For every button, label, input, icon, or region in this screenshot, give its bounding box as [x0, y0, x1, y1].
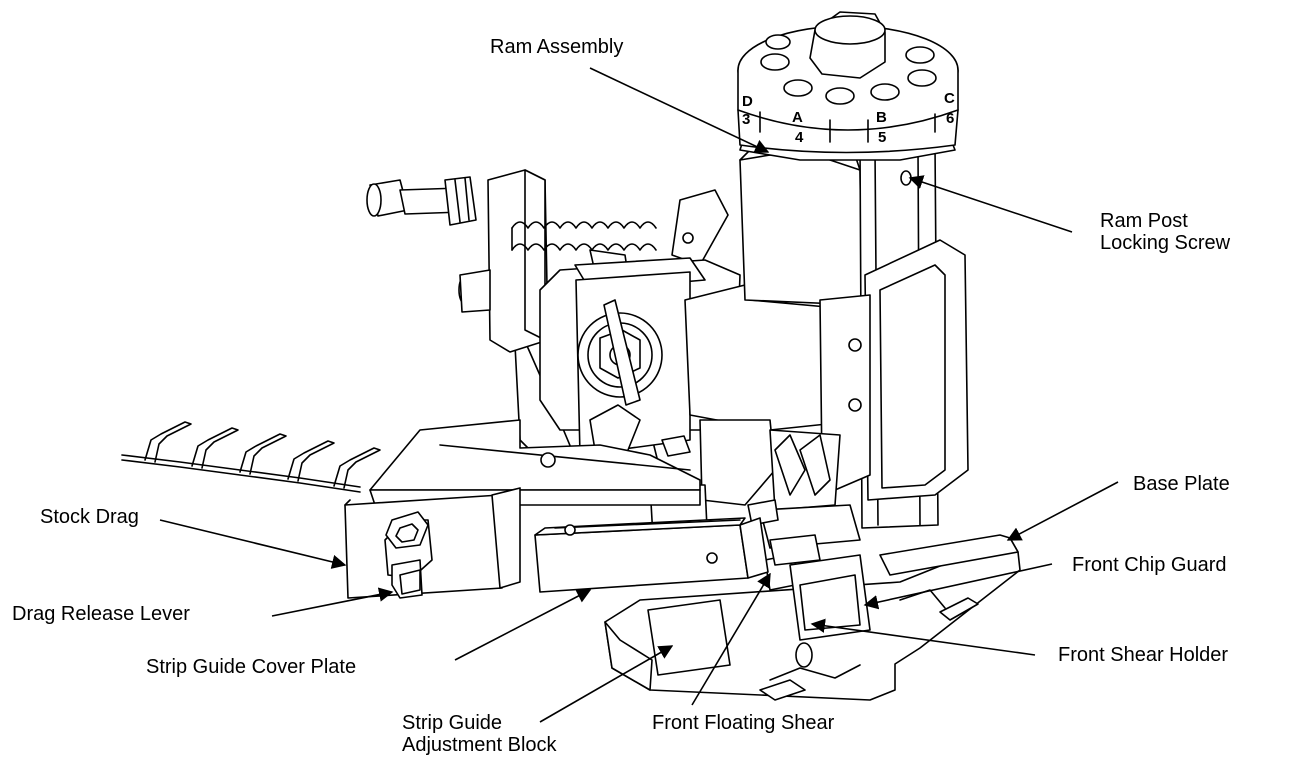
- label-strip-guide-line1: Strip Guide: [402, 712, 503, 734]
- label-strip-guide-line2: Adjustment Block: [402, 734, 557, 756]
- label-front-shear-holder: Front Shear Holder: [1058, 644, 1229, 666]
- label-ram-post-line2: Locking Screw: [1100, 232, 1231, 254]
- label-stock-drag: Stock Drag: [40, 506, 139, 528]
- leader-ram-assembly: [589, 67, 770, 153]
- feed-bolt-part: [366, 176, 477, 226]
- leader-stock-drag: [159, 519, 347, 569]
- leader-drag-release-lever: [271, 587, 394, 617]
- leader-front-shear-holder: [810, 618, 1036, 656]
- label-strip-guide-adjustment-block: Strip Guide Adjustment Block: [402, 712, 557, 756]
- label-ram-post-locking-screw: Ram Post Locking Screw: [1100, 210, 1230, 254]
- leader-front-floating-shear: [691, 572, 771, 706]
- leader-strip-guide-adjustment-block: [539, 645, 674, 723]
- label-front-floating-shear: Front Floating Shear: [652, 712, 835, 734]
- strip-guide-cover-plate-part: [534, 517, 769, 676]
- label-ram-assembly: Ram Assembly: [490, 36, 624, 58]
- stock-drag-part: [344, 487, 521, 599]
- terminal-strip-part: [121, 421, 381, 493]
- label-drag-release-lever: Drag Release Lever: [12, 603, 190, 625]
- label-base-plate: Base Plate: [1133, 473, 1230, 495]
- label-ram-post-line1: Ram Post: [1100, 210, 1188, 232]
- leader-base-plate: [1006, 481, 1119, 541]
- spring-part: [511, 221, 657, 251]
- leader-front-chip-guard: [863, 563, 1053, 610]
- leader-ram-post-locking-screw: [908, 175, 1073, 233]
- leader-strip-guide-cover-plate: [454, 589, 592, 661]
- ram-dial-part: [737, 11, 959, 161]
- label-strip-guide-cover-plate: Strip Guide Cover Plate: [146, 656, 357, 678]
- label-front-chip-guard: Front Chip Guard: [1072, 554, 1227, 576]
